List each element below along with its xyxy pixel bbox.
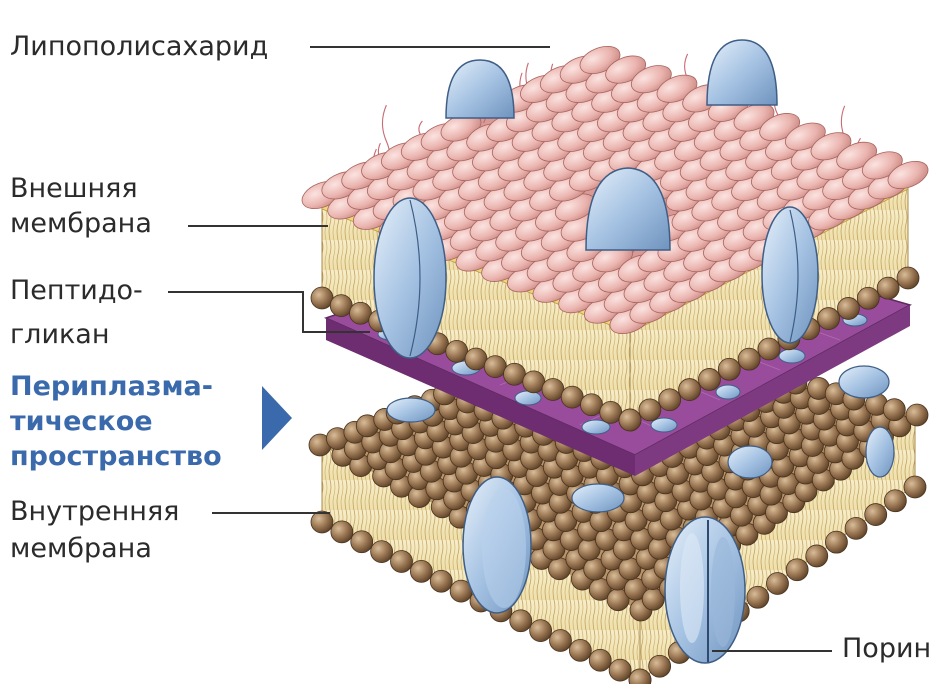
lipid-head	[311, 287, 333, 309]
lipid-head	[371, 541, 393, 563]
porin-channel	[665, 517, 745, 663]
label-outer-membrane-line1: Внешняя	[10, 172, 138, 206]
lipid-head	[350, 302, 372, 324]
lipid-head	[331, 521, 353, 543]
lipid-head	[589, 649, 611, 671]
lipid-head	[484, 356, 506, 378]
lipid-head	[446, 340, 468, 362]
lipid-head	[825, 531, 847, 553]
lipid-head	[747, 586, 769, 608]
lipid-head	[581, 394, 603, 416]
lipid-head	[857, 287, 879, 309]
label-peptidoglycan-line1: Пептидо-	[10, 274, 143, 308]
lipid-head	[351, 531, 373, 553]
outer-membrane	[298, 40, 932, 431]
lipid-head	[619, 409, 641, 431]
lipid-head	[904, 476, 926, 498]
lipid-head	[884, 490, 906, 512]
label-periplasmic-line2: тическое	[10, 405, 153, 439]
lipid-head	[877, 277, 899, 299]
label-inner-membrane-line2: мембрана	[10, 532, 152, 566]
label-lipopolysaccharide: Липополисахарид	[10, 30, 268, 64]
lipid-head	[906, 404, 928, 426]
lipid-head	[698, 368, 720, 390]
label-inner-membrane-line1: Внутренняя	[10, 495, 179, 529]
lipid-head	[845, 517, 867, 539]
label-porin: Порин	[842, 632, 931, 666]
lipid-head	[542, 379, 564, 401]
lipid-head	[679, 379, 701, 401]
lipid-head	[767, 573, 789, 595]
lipid-head	[410, 560, 432, 582]
lipid-head	[609, 659, 631, 681]
lipid-head	[523, 371, 545, 393]
lipid-head	[738, 348, 760, 370]
lipid-head	[465, 348, 487, 370]
lipid-head	[330, 295, 352, 317]
lipid-head	[530, 620, 552, 642]
lipid-head	[649, 655, 671, 677]
lipid-head	[883, 399, 905, 421]
lipid-head	[311, 511, 333, 533]
label-periplasmic-line3: пространство	[10, 440, 222, 474]
lipid-head	[865, 504, 887, 526]
lipid-head	[806, 545, 828, 567]
label-outer-membrane-line2: мембрана	[10, 207, 152, 241]
lipid-head	[897, 267, 919, 289]
lipid-head	[659, 389, 681, 411]
lipid-head	[718, 358, 740, 380]
label-periplasmic-line1: Периплазма-	[10, 370, 213, 404]
lipid-head	[504, 363, 526, 385]
lipid-head	[569, 639, 591, 661]
lipid-head	[550, 630, 572, 652]
lipid-head	[639, 399, 661, 421]
lipid-head	[561, 386, 583, 408]
lipid-head	[758, 338, 780, 360]
inner-porin	[463, 477, 531, 613]
lipid-head	[837, 297, 859, 319]
periplasm-arrow-icon	[262, 386, 292, 450]
label-peptidoglycan-line2: гликан	[10, 318, 110, 352]
lipid-head	[430, 570, 452, 592]
lipid-head	[510, 610, 532, 632]
lipid-head	[391, 551, 413, 573]
lipid-head	[786, 559, 808, 581]
lipid-head	[600, 401, 622, 423]
lipid-head	[818, 308, 840, 330]
